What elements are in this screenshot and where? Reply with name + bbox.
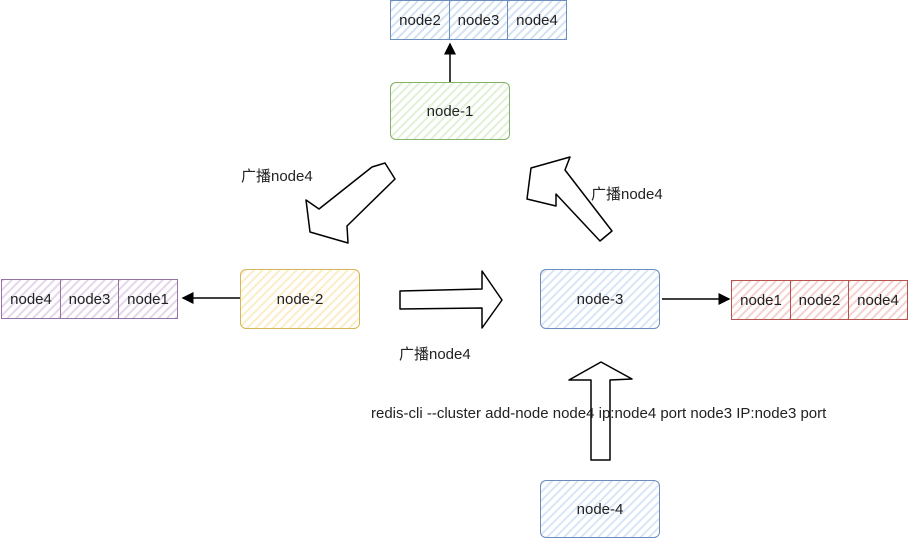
table-cell: node3 [59, 279, 120, 319]
table-cell: node4 [507, 0, 567, 40]
node1-known-nodes-table: node2 node3 node4 [390, 0, 567, 40]
node-3-box: node-3 [540, 269, 660, 329]
broadcast-label: 广播node4 [241, 168, 313, 185]
node-label: node-3 [576, 290, 624, 308]
add-node-arrow-node4-to-node3 [568, 361, 633, 461]
broadcast-arrow-node3-to-node1 [526, 156, 613, 242]
node2-known-nodes-table: node4 node3 node1 [1, 279, 178, 319]
add-node-command-label: redis-cli --cluster add-node node4 ip:no… [371, 405, 827, 422]
node-label: node-2 [276, 290, 324, 308]
node-2-box: node-2 [240, 269, 360, 329]
table-cell: node4 [1, 279, 61, 319]
node-label: node-1 [426, 102, 474, 120]
node3-known-nodes-table: node1 node2 node4 [731, 280, 908, 320]
table-cell: node3 [448, 0, 509, 40]
table-cell: node4 [848, 280, 908, 320]
broadcast-label: 广播node4 [399, 346, 471, 363]
broadcast-label: 广播node4 [591, 186, 663, 203]
broadcast-arrow-node1-to-node2 [305, 162, 396, 244]
table-cell: node1 [731, 280, 791, 320]
node-label: node-4 [576, 500, 624, 518]
table-cell: node2 [390, 0, 450, 40]
node-4-box: node-4 [540, 480, 660, 538]
table-cell: node2 [789, 280, 850, 320]
node-1-box: node-1 [390, 82, 510, 140]
broadcast-arrow-node2-to-node3 [399, 270, 503, 329]
table-cell: node1 [118, 279, 178, 319]
